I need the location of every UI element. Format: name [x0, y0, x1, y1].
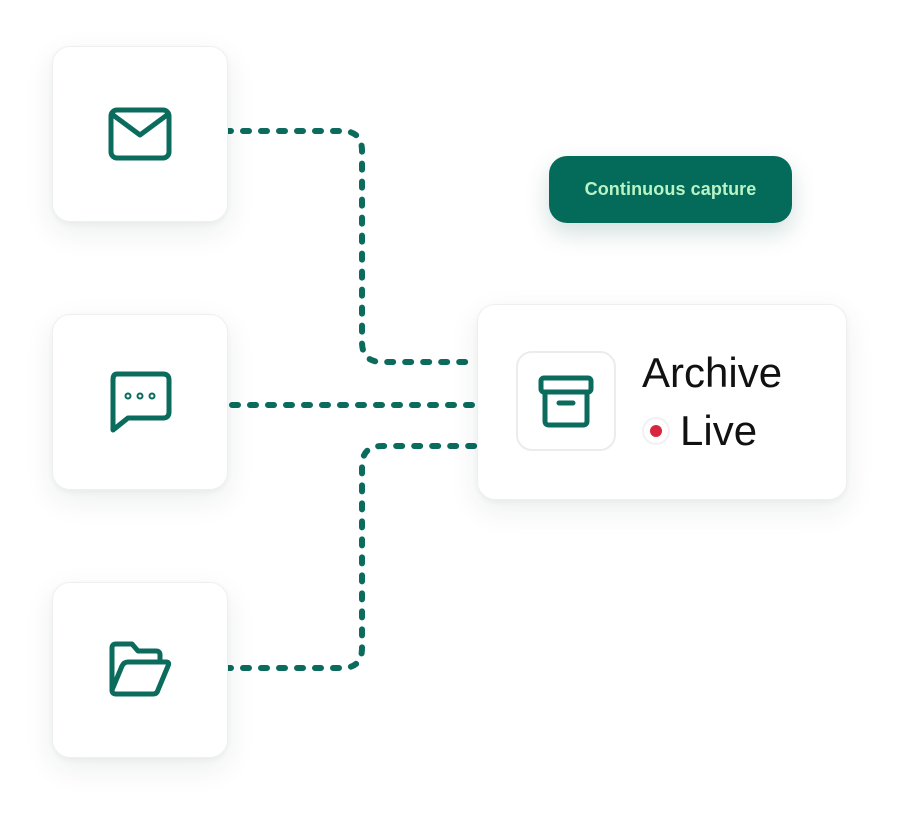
source-card-email [52, 46, 228, 222]
archive-box-icon [538, 375, 594, 428]
chat-bubble-icon [110, 371, 172, 433]
archive-title: Archive [642, 349, 783, 396]
live-status: Live [642, 405, 757, 457]
source-card-chat [52, 314, 228, 490]
live-indicator [642, 417, 670, 445]
status-label: Live [680, 407, 758, 454]
source-card-files [52, 582, 228, 758]
badge-label: Continuous capture [584, 179, 757, 199]
archive-card: Archive Live [477, 304, 847, 500]
live-dot-icon [650, 425, 662, 437]
folder-icon [109, 641, 172, 697]
connector-mail-to-archive [222, 128, 479, 365]
connector-folder-to-archive [222, 443, 479, 671]
mail-icon [108, 107, 172, 161]
archive-icon-container [516, 351, 616, 451]
continuous-capture-badge: Continuous capture [549, 156, 792, 223]
